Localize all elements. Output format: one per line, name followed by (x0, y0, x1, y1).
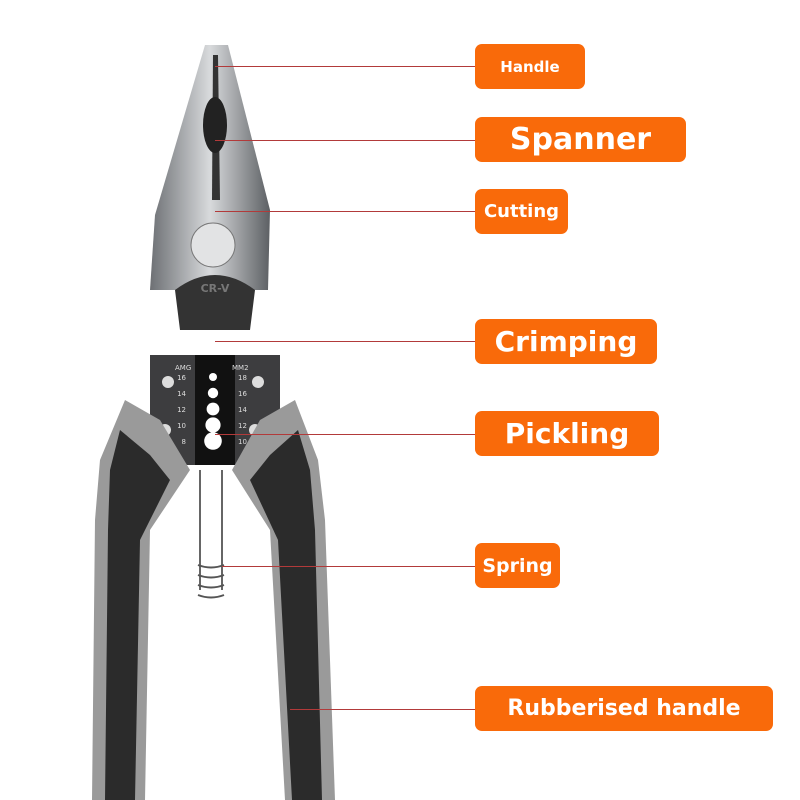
gauge-left-value: 8 (182, 438, 186, 446)
strip-hole (206, 402, 220, 416)
gauge-right-value: 18 (238, 374, 247, 382)
spring-coil (197, 564, 225, 599)
crimp-area (175, 275, 255, 330)
leader-line-handle (215, 66, 475, 67)
label-cutting: Cutting (475, 189, 568, 234)
label-rubberised-handle: Rubberised handle (475, 686, 773, 731)
gauge-left-value: 12 (177, 406, 186, 414)
rivet (162, 376, 174, 388)
leader-line-spanner (215, 140, 475, 141)
gauge-left-title: AMG (175, 364, 191, 372)
gauge-right-title: MM2 (232, 364, 249, 372)
label-handle: Handle (475, 44, 585, 89)
gauge-right-value: 12 (238, 422, 247, 430)
leader-line-pickling (215, 434, 475, 435)
right-handle-rubber (250, 430, 322, 800)
gauge-left-value: 16 (177, 374, 186, 382)
gauge-left-value: 14 (177, 390, 186, 398)
strip-hole (207, 387, 219, 399)
left-handle-rubber (105, 430, 170, 800)
strip-hole (209, 373, 217, 381)
label-crimping: Crimping (475, 319, 657, 364)
leader-line-spring (222, 566, 475, 567)
spanner-hole (203, 97, 227, 153)
leader-line-crimping (215, 341, 475, 342)
label-spring: Spring (475, 543, 560, 588)
gauge-right-value: 16 (238, 390, 247, 398)
spring (199, 470, 223, 590)
pivot (190, 222, 236, 268)
gauge-right-value: 14 (238, 406, 247, 414)
strip-hole (205, 417, 221, 433)
strip-hole (204, 432, 222, 450)
gauge-right-value: 10 (238, 438, 247, 446)
label-spanner: Spanner (475, 117, 686, 162)
rivet (252, 376, 264, 388)
leader-line-rubberised-handle (290, 709, 475, 710)
brand-mark: CR-V (201, 282, 230, 295)
leader-line-cutting (215, 211, 475, 212)
jaw (150, 45, 270, 290)
label-pickling: Pickling (475, 411, 659, 456)
gauge-left-value: 10 (177, 422, 186, 430)
